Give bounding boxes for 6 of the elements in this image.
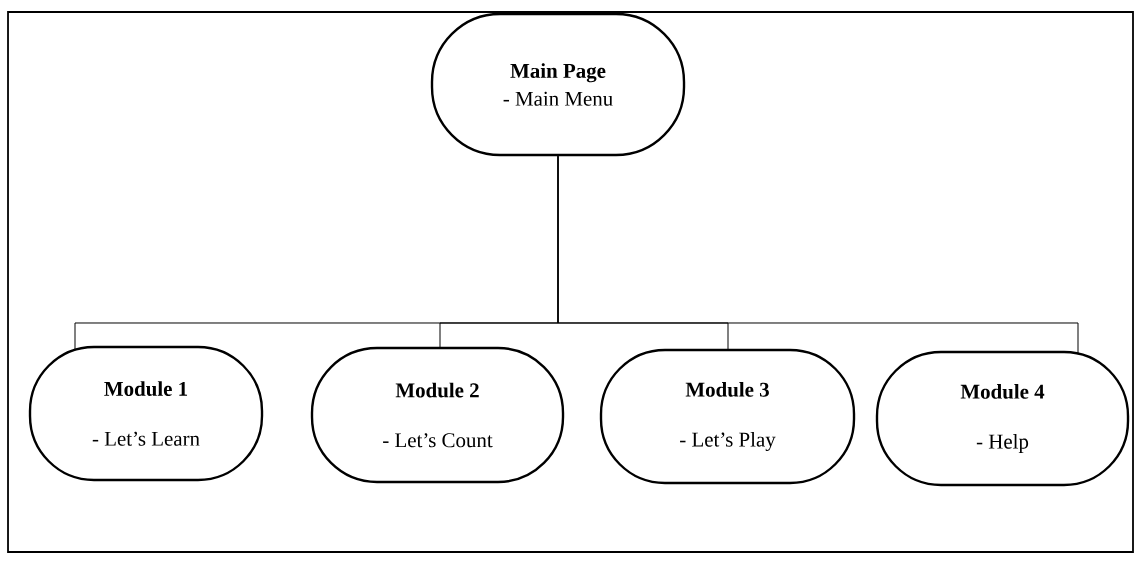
rounded-box: Module 2 - Let’s Count [310, 346, 565, 484]
rounded-box: Main Page - Main Menu [430, 12, 686, 157]
rounded-box: Module 4 - Help [875, 350, 1130, 487]
rounded-box: Module 1 - Let’s Learn [28, 345, 264, 482]
rounded-box: Module 3 - Let’s Play [599, 348, 856, 485]
connector-line [557, 155, 1079, 355]
